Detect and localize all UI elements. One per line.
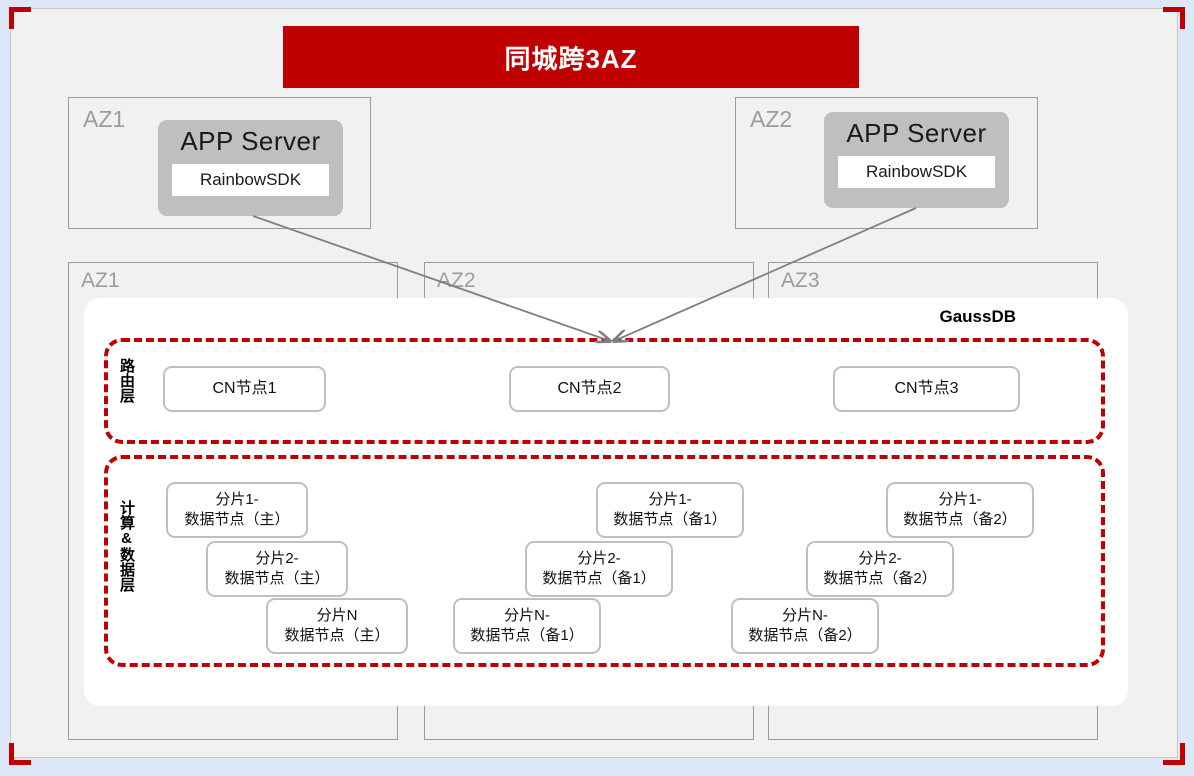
shard-node-n-primary[interactable]: 分片N 数据节点（主）: [266, 598, 408, 654]
shard-node-n-standby1-line2: 数据节点（备1）: [470, 627, 584, 644]
app-server-az2[interactable]: APP Server RainbowSDK: [824, 112, 1009, 208]
app-server-az2-title: APP Server: [846, 118, 987, 148]
compute-data-layer-boundary: [104, 455, 1105, 667]
cn-node-3-label: CN节点3: [894, 380, 959, 398]
rainbow-sdk-az2[interactable]: RainbowSDK: [838, 156, 995, 188]
shard-node-1-standby1[interactable]: 分片1- 数据节点（备1）: [596, 482, 744, 538]
shard-node-2-standby1-line2: 数据节点（备1）: [542, 570, 656, 587]
shard-node-n-standby2-line1: 分片N-: [782, 606, 828, 624]
shard-node-1-primary-line2: 数据节点（主）: [184, 511, 290, 528]
gaussdb-label: GaussDB: [939, 307, 1016, 326]
corner-bracket-top-right: [1163, 7, 1185, 29]
shard-node-1-standby2[interactable]: 分片1- 数据节点（备2）: [886, 482, 1034, 538]
shard-node-n-standby2-line2: 数据节点（备2）: [748, 627, 862, 644]
app-server-az1-title: APP Server: [180, 126, 321, 156]
shard-node-2-standby2-line2: 数据节点（备2）: [823, 570, 937, 587]
rainbow-sdk-az1[interactable]: RainbowSDK: [172, 164, 329, 196]
shard-node-n-standby1[interactable]: 分片N- 数据节点（备1）: [453, 598, 601, 654]
shard-node-1-standby2-line2: 数据节点（备2）: [903, 511, 1017, 528]
slide-title-banner: 同城跨3AZ: [283, 26, 859, 88]
shard-node-2-standby1-line1: 分片2-: [577, 549, 621, 567]
cn-node-1-label: CN节点1: [212, 380, 277, 398]
app-az-box-2-label: AZ2: [750, 106, 793, 132]
cn-node-2-label: CN节点2: [557, 380, 622, 398]
db-az-column-1-label: AZ1: [81, 269, 120, 292]
shard-node-n-standby1-line1: 分片N-: [504, 606, 550, 624]
shard-node-1-standby2-line1: 分片1-: [938, 490, 982, 508]
cn-node-3[interactable]: CN节点3: [833, 366, 1020, 412]
shard-node-2-primary-line2: 数据节点（主）: [224, 570, 330, 587]
routing-layer-label: 路由层: [118, 358, 135, 403]
db-az-column-2-label: AZ2: [437, 269, 476, 292]
corner-bracket-top-left: [9, 7, 31, 29]
shard-node-1-standby1-line2: 数据节点（备1）: [613, 511, 727, 528]
compute-data-layer-label: 计算&数据层: [118, 500, 135, 592]
shard-node-2-standby2[interactable]: 分片2- 数据节点（备2）: [806, 541, 954, 597]
db-az-column-3-label: AZ3: [781, 269, 820, 292]
cn-node-1[interactable]: CN节点1: [163, 366, 326, 412]
shard-node-1-primary[interactable]: 分片1- 数据节点（主）: [166, 482, 308, 538]
shard-node-n-primary-line1: 分片N: [316, 606, 358, 624]
shard-node-2-standby2-line1: 分片2-: [858, 549, 902, 567]
app-server-az1[interactable]: APP Server RainbowSDK: [158, 120, 343, 216]
cn-node-2[interactable]: CN节点2: [509, 366, 670, 412]
shard-node-1-primary-line1: 分片1-: [215, 490, 259, 508]
shard-node-n-standby2[interactable]: 分片N- 数据节点（备2）: [731, 598, 879, 654]
app-az-box-1-label: AZ1: [83, 106, 126, 132]
corner-bracket-bottom-right: [1163, 743, 1185, 765]
corner-bracket-bottom-left: [9, 743, 31, 765]
shard-node-1-standby1-line1: 分片1-: [648, 490, 692, 508]
shard-node-2-primary[interactable]: 分片2- 数据节点（主）: [206, 541, 348, 597]
shard-node-2-standby1[interactable]: 分片2- 数据节点（备1）: [525, 541, 673, 597]
shard-node-2-primary-line1: 分片2-: [255, 549, 299, 567]
shard-node-n-primary-line2: 数据节点（主）: [284, 627, 390, 644]
